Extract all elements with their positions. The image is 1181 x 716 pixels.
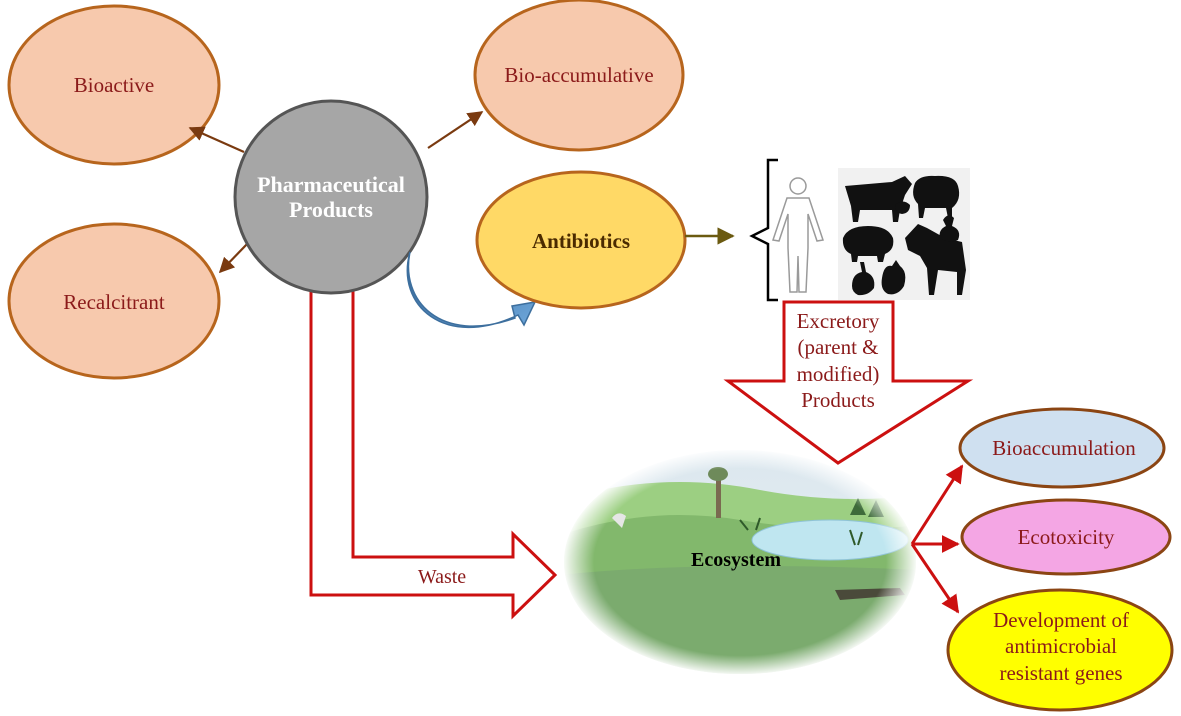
sheep-icon: [913, 175, 960, 218]
amr-label: Development of antimicrobial resistant g…: [956, 607, 1166, 686]
antibiotics-label: Antibiotics: [531, 229, 630, 253]
pharmaceutical-products-label: Pharmaceutical Products: [257, 172, 405, 223]
cow-icon: [845, 176, 912, 222]
ecosystem-label: Ecosystem: [691, 549, 781, 571]
amr-line-1: Development of: [993, 608, 1129, 632]
excretory-line-2: (parent &: [797, 335, 879, 360]
recalcitrant-label: Recalcitrant: [63, 290, 165, 314]
hosts-bracket: [749, 158, 778, 302]
amr-oval: [946, 588, 1174, 712]
arrow-to-recalcitrant: [218, 242, 249, 274]
excretory-line-1: Excretory: [796, 309, 880, 333]
human-silhouette-icon: [772, 177, 824, 293]
bioaccumulation-label: Bioaccumulation: [992, 436, 1136, 460]
rabbit-icon: [852, 262, 875, 296]
waste-label: Waste: [417, 566, 467, 588]
ecotoxicity-oval: [960, 498, 1172, 576]
arrow-to-bioaccumulative: [427, 111, 484, 149]
bioaccumulative-label: Bio-accumulative: [504, 63, 654, 87]
excretory-line-4: Products: [801, 387, 875, 412]
ecosystem-scene: [562, 448, 918, 676]
amr-line-3: resistant genes: [999, 660, 1123, 685]
excretory-line-3: modified): [796, 361, 880, 386]
pharmaceutical-products-circle: [233, 99, 429, 295]
bioactive-oval: [7, 4, 221, 166]
duck-icon: [939, 215, 960, 242]
bioactive-label: Bioactive: [73, 73, 155, 97]
recalcitrant-oval: [7, 222, 221, 380]
excretory-arrow: [723, 300, 974, 465]
hen-icon: [881, 260, 906, 295]
bioaccumulative-oval: [473, 0, 685, 152]
ecotoxicity-label: Ecotoxicity: [1017, 525, 1115, 549]
chicken-icon: [895, 201, 910, 214]
waste-arrow: [309, 284, 558, 620]
antibiotics-oval: [475, 170, 687, 310]
arrow-to-amr: [910, 543, 960, 614]
excretory-label: Excretory (parent & modified) Products: [770, 308, 906, 413]
curved-arrow-to-antibiotics: [406, 251, 537, 329]
horse-icon: [905, 224, 966, 295]
pig-icon: [842, 226, 894, 262]
amr-line-2: antimicrobial: [1005, 634, 1117, 659]
bioaccumulation-oval: [958, 407, 1166, 489]
arrow-to-bioaccumulation: [910, 464, 964, 545]
animals-icon-group: [838, 168, 970, 300]
arrow-to-bioactive: [188, 126, 245, 154]
